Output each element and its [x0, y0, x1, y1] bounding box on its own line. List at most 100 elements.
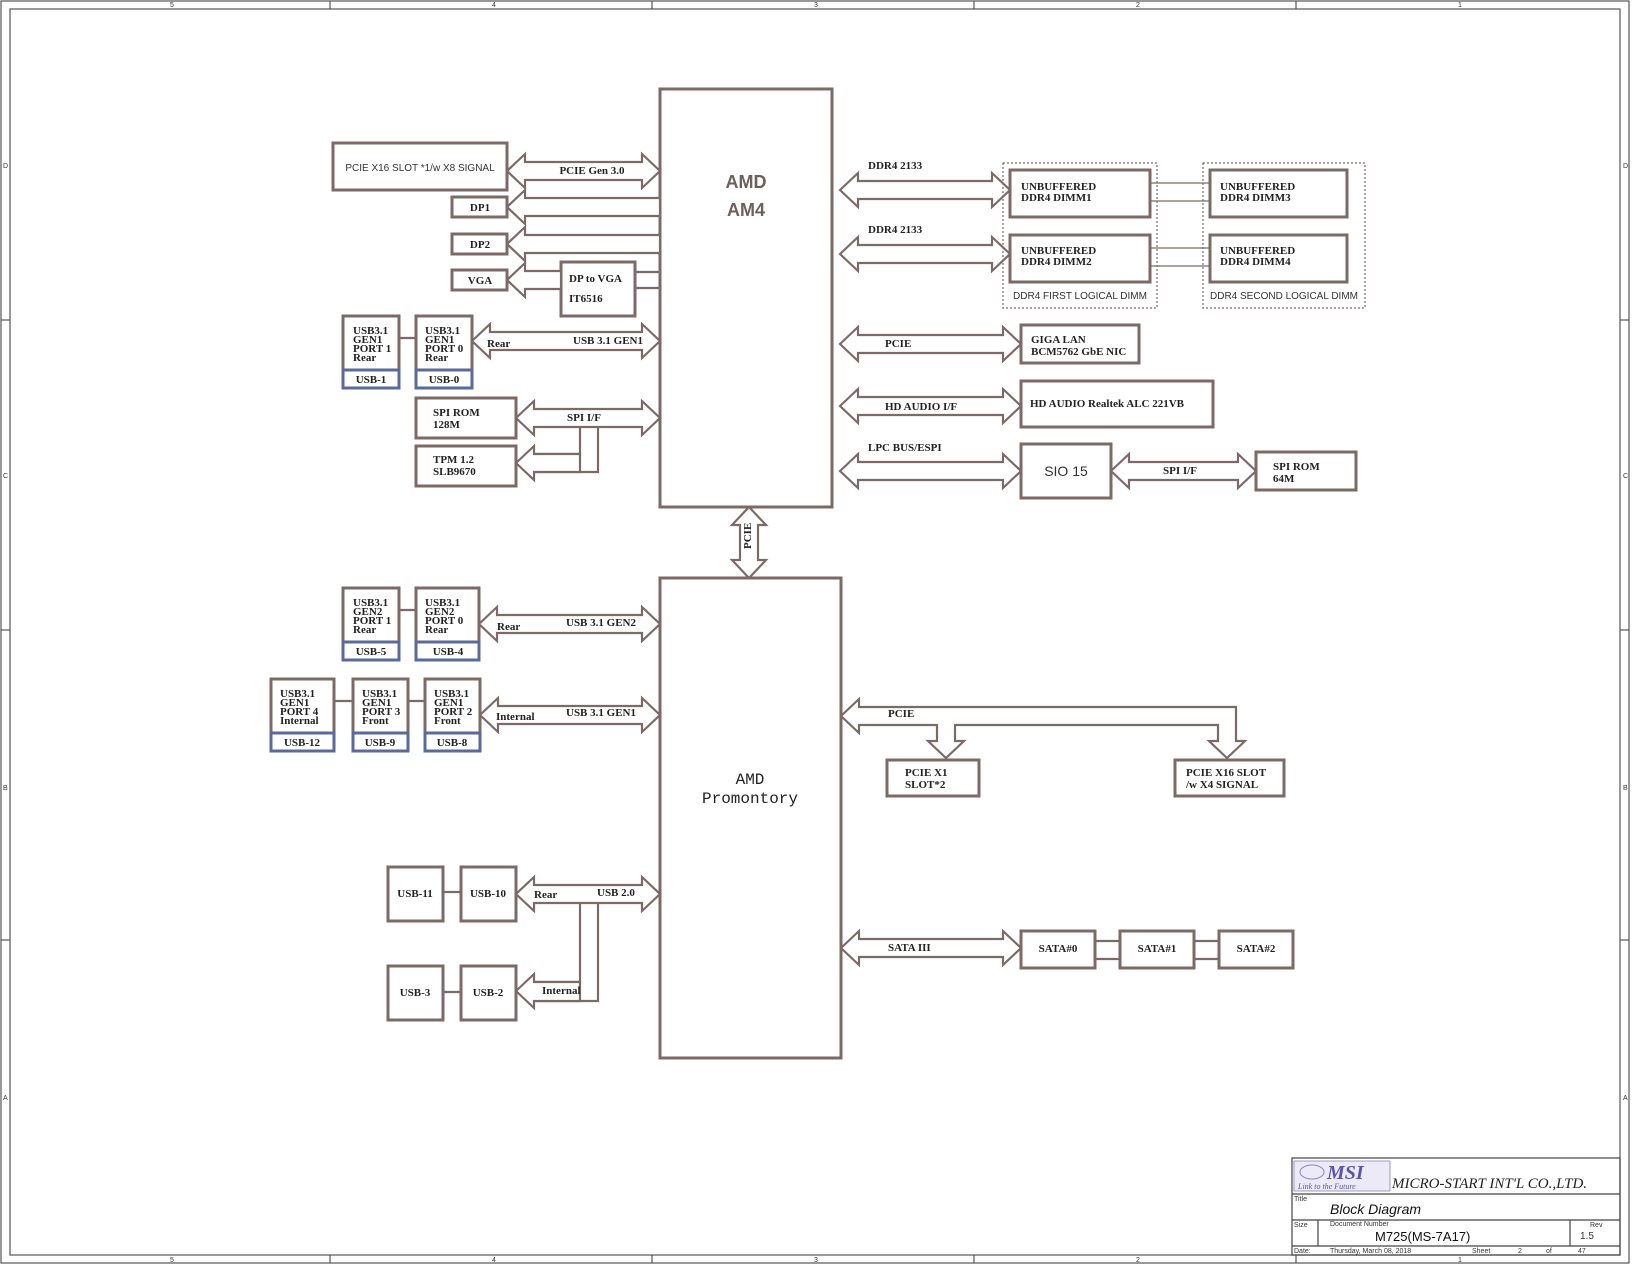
company-name: MICRO-START INT'L CO.,LTD. [1391, 1176, 1587, 1192]
rev-value: 1.5 [1580, 1231, 1594, 1242]
sheet-total: 47 [1578, 1248, 1586, 1255]
usb4-line2: GEN2 [425, 606, 455, 618]
dp-to-vga-line2: IT6516 [569, 293, 603, 305]
usb8-tag: USB-8 [437, 737, 468, 749]
usb5-line1: USB3.1 [353, 597, 388, 609]
lan-line1: GIGA LAN [1031, 334, 1086, 346]
usb-gen2-rear-label: Rear [497, 621, 520, 633]
usb4-tag: USB-4 [433, 646, 464, 658]
cpu-line2: AM4 [727, 200, 765, 220]
sata-bus-label: SATA III [888, 942, 931, 954]
usb-gen1-rear-label: Rear [487, 338, 510, 350]
usb8-line1: USB3.1 [434, 688, 469, 700]
dp1-box: DP1 [450, 195, 509, 219]
dimm1-line1: UNBUFFERED [1021, 181, 1096, 193]
usb5-line2: GEN2 [353, 606, 383, 618]
usb1-line2: GEN1 [353, 334, 382, 346]
border-row-a-right: A [1623, 1095, 1628, 1102]
usb8-line4: Front [434, 715, 461, 727]
usb12-line3: PORT 4 [280, 706, 319, 718]
usb2-group: USB-11 USB-10 USB-3 USB-2 Rear USB 2.0 I… [386, 865, 662, 1022]
title-label: Title [1294, 1196, 1307, 1203]
lan-line2: BCM5762 GbE NIC [1031, 346, 1126, 358]
spi-tpm-group: SPI ROM 128M TPM 1.2 SLB9670 SPI I/F [414, 396, 662, 488]
usb10-label: USB-10 [470, 888, 507, 900]
dimm4-line1: UNBUFFERED [1220, 245, 1295, 257]
second-logical-dimm-label: DDR4 SECOND LOGICAL DIMM [1210, 291, 1358, 302]
sata0-label: SATA#0 [1039, 943, 1078, 955]
usb11-label: USB-11 [397, 888, 432, 900]
dimm3-line1: UNBUFFERED [1220, 181, 1295, 193]
pcie-x1-line2: SLOT*2 [905, 779, 946, 791]
cpu-line1: AMD [726, 172, 767, 192]
dp-to-vga-box: DP to VGA IT6516 [559, 260, 637, 318]
border-row-a: A [3, 1095, 8, 1102]
audio-bus-label: HD AUDIO I/F [885, 401, 957, 413]
usb0-line4: Rear [425, 352, 448, 364]
spi-rom-cpu-line1: SPI ROM [433, 407, 480, 419]
sio-label: SIO 15 [1044, 463, 1088, 479]
usb2-label: USB-2 [473, 987, 504, 999]
sheet-title: Block Diagram [1330, 1201, 1421, 1217]
usb9-tag: USB-9 [365, 737, 396, 749]
spi-if-sio-label: SPI I/F [1163, 465, 1197, 477]
pcie-gen3-label: PCIE Gen 3.0 [559, 165, 625, 177]
usb8-line2: GEN1 [434, 697, 463, 709]
dp2-box: DP2 [450, 232, 509, 256]
msi-logo-badge [1293, 1160, 1391, 1192]
border-row-b: B [3, 785, 8, 792]
usb8-line3: PORT 2 [434, 706, 473, 718]
usb-gen1-front-bus-label: USB 3.1 GEN1 [566, 707, 636, 719]
usb5-line3: PORT 1 [353, 615, 391, 627]
usb-gen2-bus-label: USB 3.1 GEN2 [566, 617, 636, 629]
border-col-4: 4 [492, 2, 496, 9]
lpc-label: LPC BUS/ESPI [868, 442, 942, 454]
spi-rom-sio-line2: 64M [1273, 473, 1295, 485]
dp1-label: DP1 [470, 202, 490, 214]
usb-gen1-front-group: USB3.1 GEN1 PORT 4 Internal USB-12 USB3.… [269, 677, 662, 753]
usb3-label: USB-3 [400, 987, 431, 999]
usb4-line3: PORT 0 [425, 615, 464, 627]
vga-box: VGA [450, 268, 509, 292]
usb1-line3: PORT 1 [353, 343, 391, 355]
first-logical-dimm-label: DDR4 FIRST LOGICAL DIMM [1013, 291, 1147, 302]
tpm-line1: TPM 1.2 [433, 454, 474, 466]
usb5-line4: Rear [353, 624, 376, 636]
cpu-chipset-pcie-label: PCIE [742, 523, 754, 549]
tpm-line2: SLB9670 [433, 466, 476, 478]
lpc-sio-group: LPC BUS/ESPI SIO 15 SPI I/F SPI ROM 64M [838, 442, 1358, 500]
rev-label: Rev [1590, 1222, 1603, 1229]
sata1-label: SATA#1 [1138, 943, 1177, 955]
chipset-block: AMD Promontory [658, 576, 843, 1060]
cpu-block: AMD AM4 [658, 87, 834, 509]
usb9-line3: PORT 3 [362, 706, 401, 718]
border-col-3: 3 [814, 2, 818, 9]
usb9-line2: GEN1 [362, 697, 391, 709]
date-label: Date: [1294, 1248, 1311, 1255]
usb9-line1: USB3.1 [362, 688, 397, 700]
border-row-c-right: C [1623, 473, 1628, 480]
usb12-tag: USB-12 [284, 737, 321, 749]
usb0-line1: USB3.1 [425, 325, 460, 337]
msi-tagline: Link to the Future [1297, 1182, 1356, 1191]
date-value: Thursday, March 08, 2018 [1330, 1248, 1411, 1255]
usb1-tag: USB-1 [356, 374, 387, 386]
title-block: MSI Link to the Future MICRO-START INT'L… [1291, 1157, 1621, 1256]
usb2-rear-label: Rear [534, 889, 557, 901]
vga-label: VGA [468, 275, 493, 287]
border-row-d: D [3, 163, 8, 170]
dimm1-line2: DDR4 DIMM1 [1021, 192, 1092, 204]
sata2-label: SATA#2 [1237, 943, 1276, 955]
spi-rom-sio-line1: SPI ROM [1273, 461, 1320, 473]
usb1-line4: Rear [353, 352, 376, 364]
doc-number-label: Document Number [1330, 1221, 1389, 1228]
chipset-pcie-group: PCIE PCIE X1 SLOT*2 PCIE X16 SLOT /w X4 … [839, 696, 1286, 798]
pcie-x1-line1: PCIE X1 [905, 767, 947, 779]
ddr-group: DDR4 2133 DDR4 2133 UNBUFFERED DDR4 DIMM… [838, 160, 1366, 309]
usb0-line2: GEN1 [425, 334, 454, 346]
dp-vga-wiring [505, 187, 662, 300]
pcie-x16-chipset-line2: /w X4 SIGNAL [1185, 779, 1258, 791]
spi-rom-cpu-line2: 128M [433, 419, 461, 431]
chipset-line2: Promontory [702, 790, 798, 808]
